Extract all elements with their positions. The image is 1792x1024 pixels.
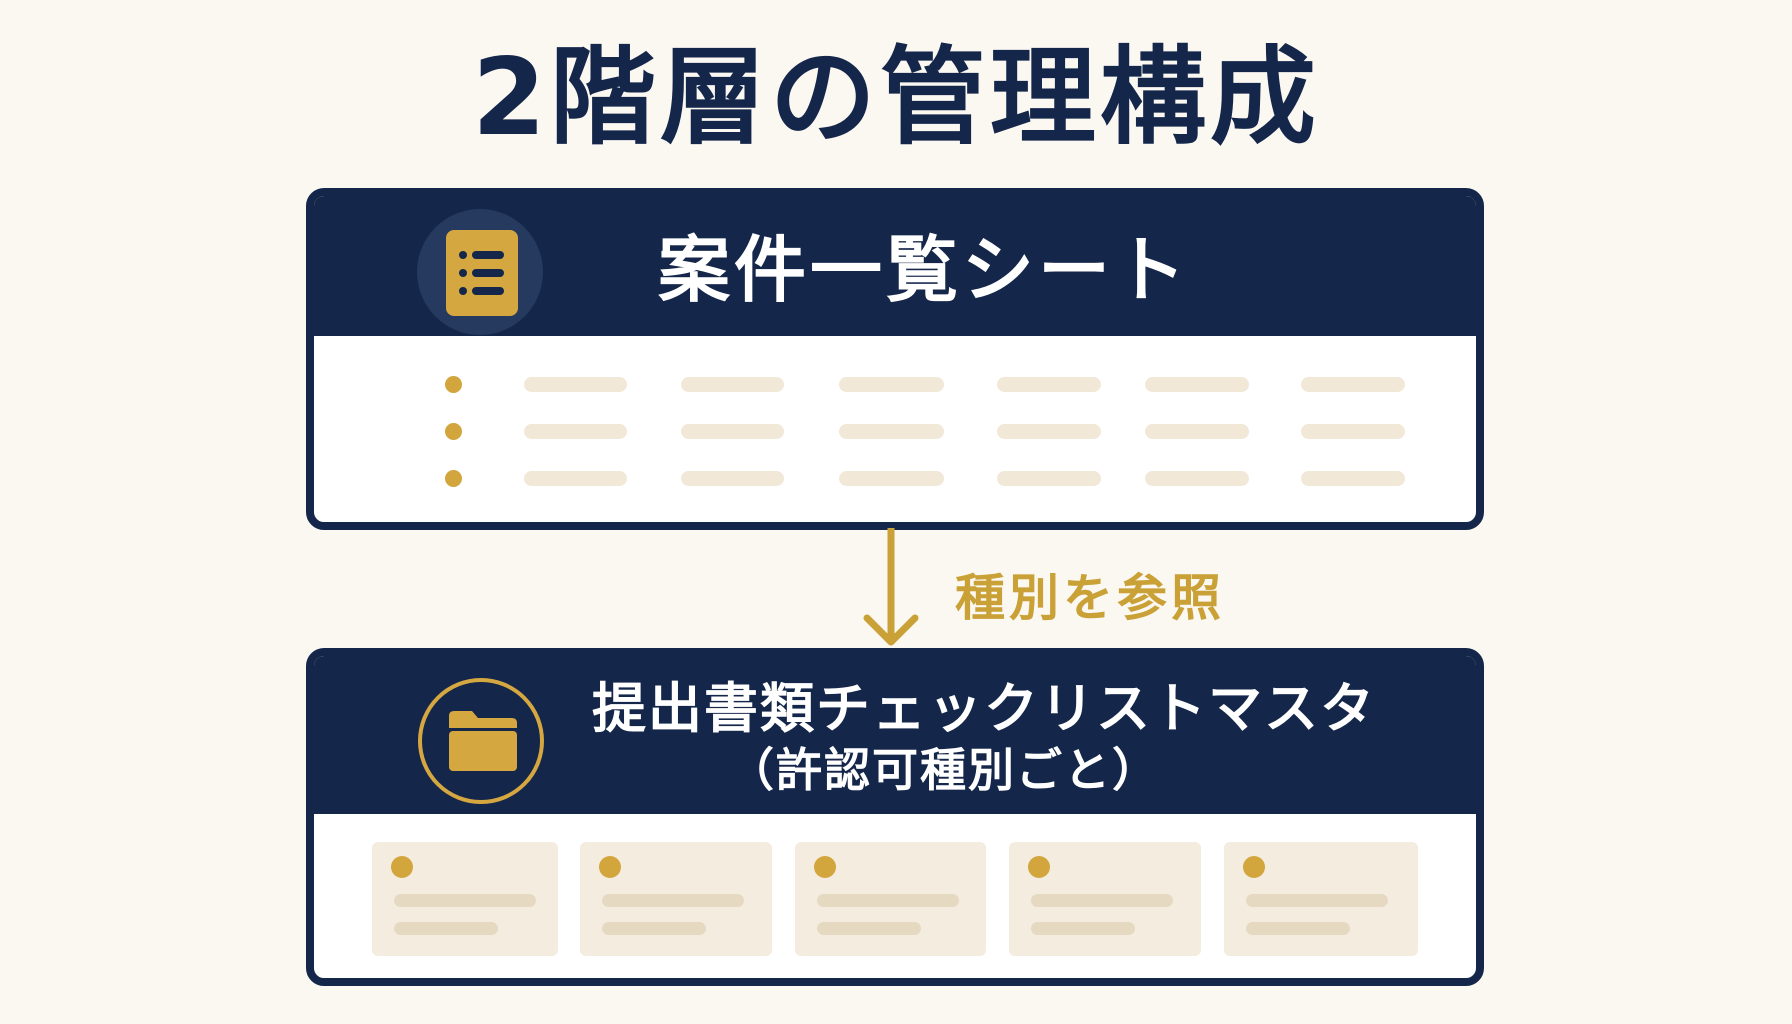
list-row-cell — [1145, 471, 1249, 486]
list-row-cell — [524, 377, 627, 392]
list-row-cell — [839, 424, 944, 439]
checklist-card — [372, 842, 558, 956]
checklist-card — [795, 842, 986, 956]
checklist-master-title: 提出書類チェックリストマスタ — [592, 677, 1376, 740]
list-row-bullet — [445, 423, 462, 440]
card-line — [1246, 922, 1350, 935]
checklist-card — [1009, 842, 1201, 956]
card-bullet — [391, 856, 413, 878]
list-row-cell — [839, 471, 944, 486]
list-row-cell — [997, 377, 1101, 392]
card-line — [602, 922, 706, 935]
list-row-bullet — [445, 470, 462, 487]
list-row-cell — [1301, 424, 1405, 439]
list-row-cell — [681, 471, 784, 486]
card-bullet — [1028, 856, 1050, 878]
list-row-cell — [1301, 471, 1405, 486]
card-line — [602, 894, 744, 907]
card-bullet — [814, 856, 836, 878]
card-line — [394, 922, 498, 935]
list-row-cell — [524, 471, 627, 486]
checklist-master-panel: 提出書類チェックリストマスタ （許認可種別ごと） — [306, 648, 1484, 986]
card-line — [1246, 894, 1388, 907]
list-row-cell — [997, 471, 1101, 486]
card-line — [817, 922, 921, 935]
connector-label: 種別を参照 — [955, 569, 1225, 627]
list-icon — [417, 209, 543, 335]
project-list-sheet-title: 案件一覧シート — [657, 228, 1190, 312]
list-row-cell — [997, 424, 1101, 439]
card-line — [1031, 922, 1135, 935]
card-line — [817, 894, 959, 907]
folder-icon — [418, 678, 544, 804]
list-row-bullet — [445, 376, 462, 393]
arrow-down-icon — [863, 528, 919, 646]
card-line — [1031, 894, 1173, 907]
list-row-cell — [839, 377, 944, 392]
list-row-cell — [1145, 424, 1249, 439]
checklist-card — [580, 842, 772, 956]
checklist-master-subtitle: （許認可種別ごと） — [728, 743, 1160, 797]
card-bullet — [599, 856, 621, 878]
checklist-card — [1224, 842, 1418, 956]
list-row-cell — [681, 377, 784, 392]
page-title: 2階層の管理構成 — [472, 36, 1320, 159]
checklist-master-header: 提出書類チェックリストマスタ （許認可種別ごと） — [314, 656, 1476, 814]
card-bullet — [1243, 856, 1265, 878]
project-list-sheet-header: 案件一覧シート — [314, 196, 1476, 336]
list-row-cell — [681, 424, 784, 439]
list-row-cell — [524, 424, 627, 439]
list-row-cell — [1301, 377, 1405, 392]
project-list-sheet-panel: 案件一覧シート — [306, 188, 1484, 530]
list-row-cell — [1145, 377, 1249, 392]
card-line — [394, 894, 536, 907]
